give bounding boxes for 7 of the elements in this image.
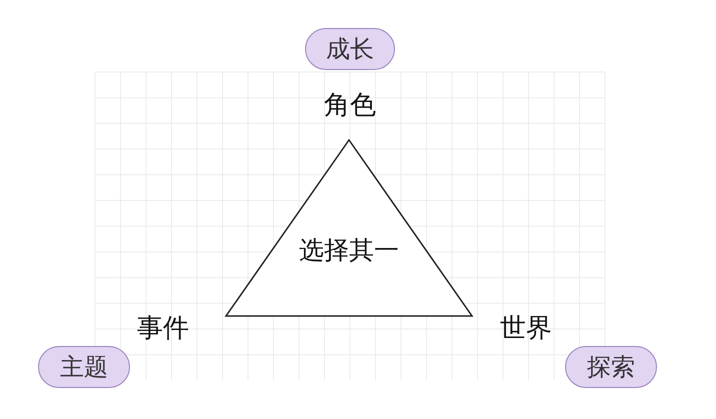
- tag-pill: 探索: [565, 346, 657, 388]
- tag-pill: 成长: [305, 28, 395, 70]
- triangle-label: 选择其一: [299, 234, 399, 266]
- tag-pill: 主题: [38, 346, 130, 388]
- vertex-label: 世界: [500, 312, 552, 346]
- vertex-label: 角色: [324, 90, 376, 122]
- vertex-label: 事件: [137, 312, 189, 346]
